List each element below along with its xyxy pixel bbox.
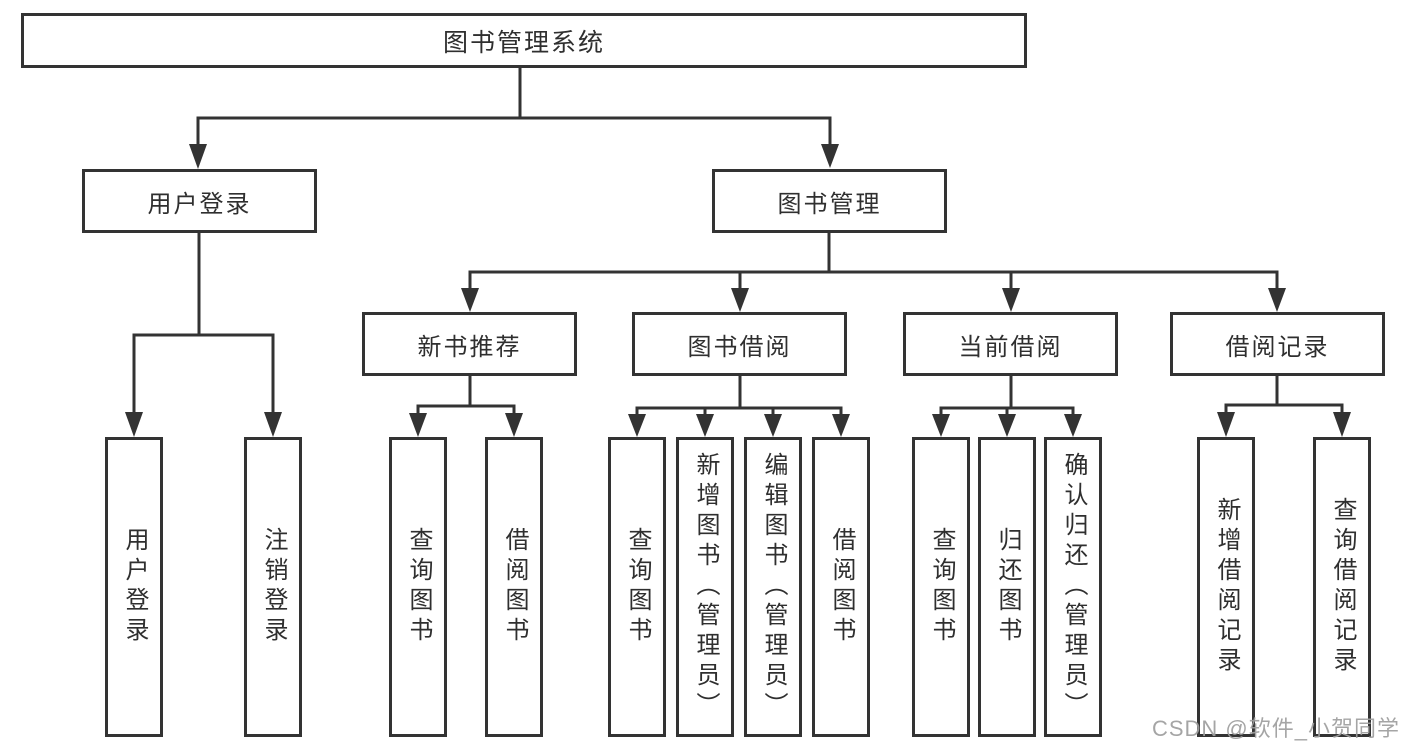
connector-user-login-to-leaves	[125, 233, 282, 437]
leaf-query-borrow-record: 查询借阅记录	[1313, 437, 1371, 737]
connector-borrowing-records-to-leaves	[1217, 376, 1351, 437]
leaf-edit-books-admin: 编辑图书（管理员）	[744, 437, 802, 737]
leaf-query-books-current: 查询图书	[912, 437, 970, 737]
connector-root-to-level2	[189, 68, 839, 169]
leaf-query-books-borrowing: 查询图书	[608, 437, 666, 737]
leaf-label: 借阅图书	[828, 527, 855, 647]
leaf-label: 新增图书（管理员）	[692, 452, 719, 722]
leaf-label: 查询图书	[928, 527, 955, 647]
leaf-logout-login: 注销登录	[244, 437, 302, 737]
leaf-borrow-books-borrowing: 借阅图书	[812, 437, 870, 737]
leaf-label: 归还图书	[994, 527, 1021, 647]
leaf-label: 查询图书	[405, 527, 432, 647]
leaf-label: 编辑图书（管理员）	[760, 452, 787, 722]
leaf-label: 查询图书	[624, 527, 651, 647]
leaf-add-borrow-record: 新增借阅记录	[1197, 437, 1255, 737]
connector-current-borrowing-to-leaves	[932, 376, 1082, 437]
leaf-label: 注销登录	[260, 527, 287, 647]
node-borrowing-records: 借阅记录	[1170, 312, 1385, 376]
node-book-borrowing: 图书借阅	[632, 312, 847, 376]
leaf-add-books-admin: 新增图书（管理员）	[676, 437, 734, 737]
leaf-label: 确认归还（管理员）	[1060, 452, 1087, 722]
leaf-user-login: 用户登录	[105, 437, 163, 737]
node-current-borrowing: 当前借阅	[903, 312, 1118, 376]
node-root: 图书管理系统	[21, 13, 1027, 68]
leaf-label: 借阅图书	[501, 527, 528, 647]
leaf-query-books-recommend: 查询图书	[389, 437, 447, 737]
csdn-watermark: CSDN @软件_小贺同学	[1151, 716, 1400, 741]
connector-new-book-to-leaves	[409, 376, 523, 437]
node-new-book-recommend: 新书推荐	[362, 312, 577, 376]
node-book-management: 图书管理	[712, 169, 947, 233]
leaf-borrow-books-recommend: 借阅图书	[485, 437, 543, 737]
connector-book-borrowing-to-leaves	[628, 376, 850, 437]
leaf-label: 新增借阅记录	[1213, 497, 1240, 677]
leaf-return-books: 归还图书	[978, 437, 1036, 737]
node-user-login: 用户登录	[82, 169, 317, 233]
leaf-label: 查询借阅记录	[1329, 497, 1356, 677]
leaf-confirm-return-admin: 确认归还（管理员）	[1044, 437, 1102, 737]
connector-book-management-to-row3	[461, 233, 1286, 312]
leaf-label: 用户登录	[121, 527, 148, 647]
